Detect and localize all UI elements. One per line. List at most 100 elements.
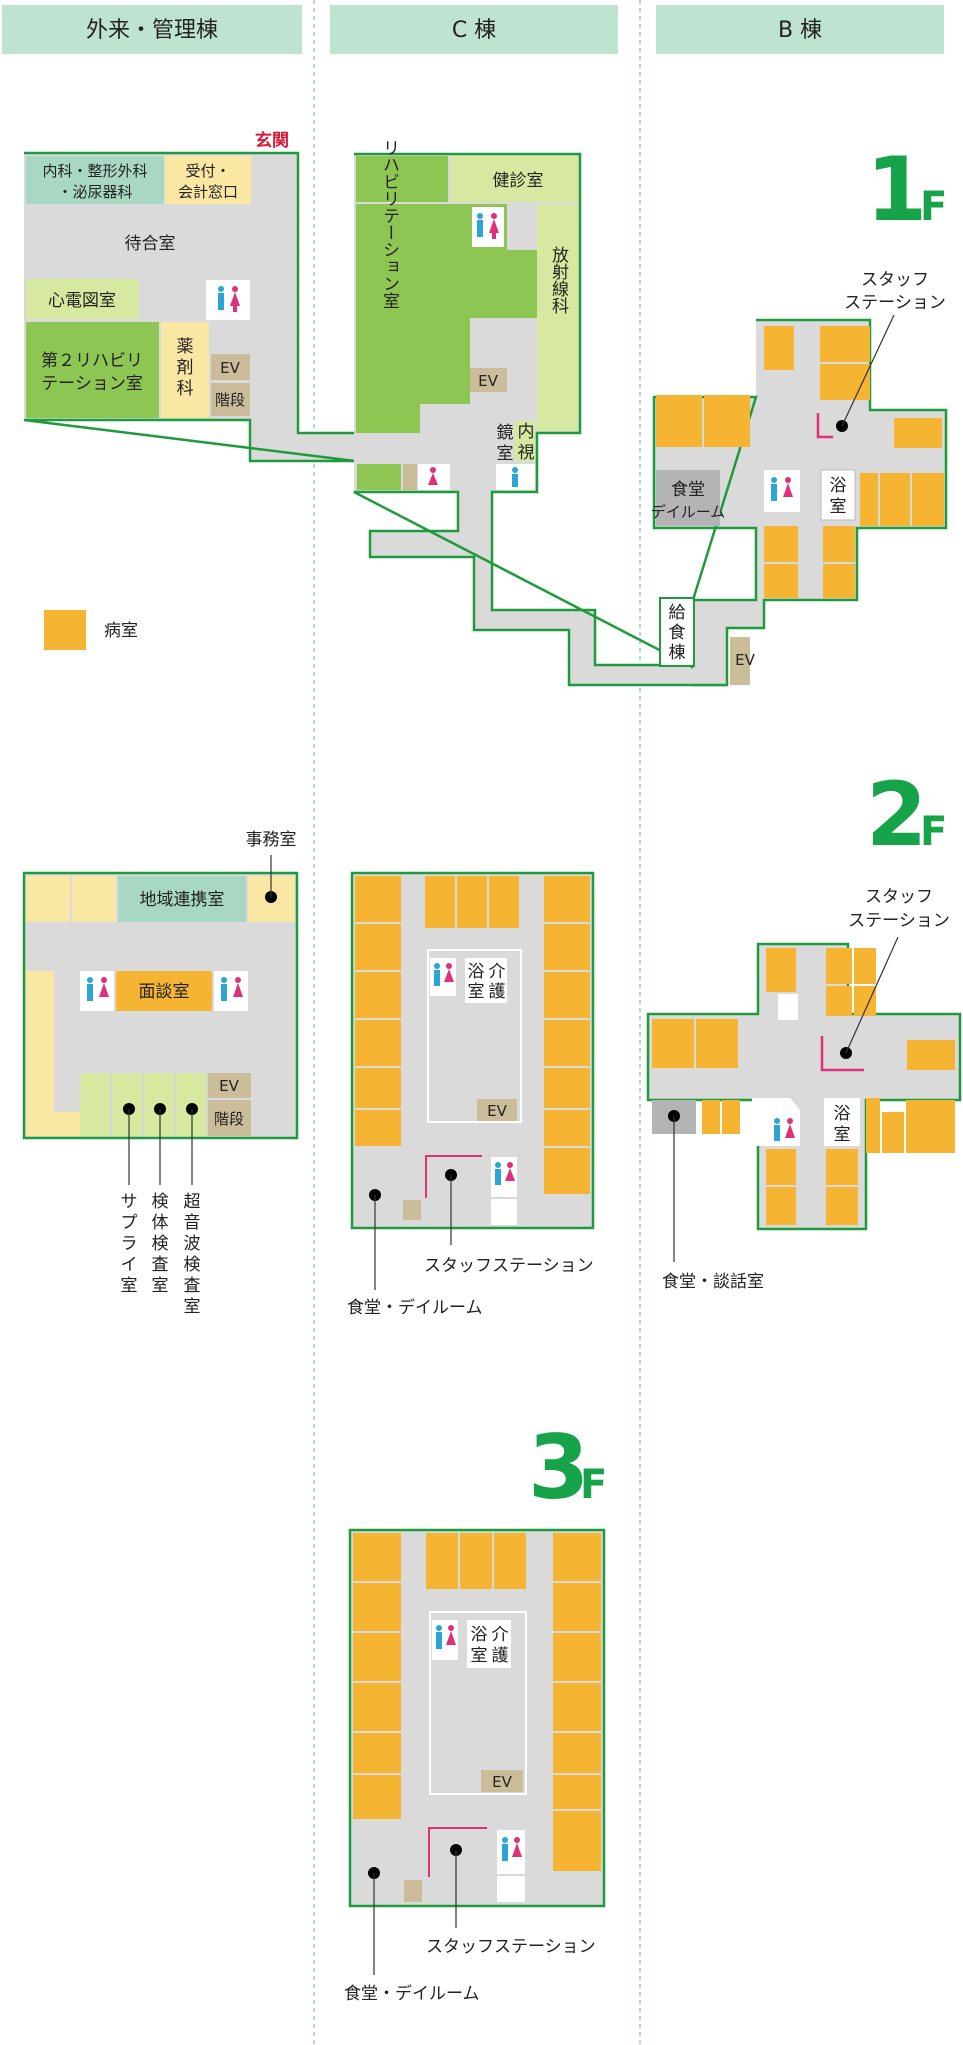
restroom-icon (430, 958, 456, 996)
ward-room (907, 1040, 955, 1070)
elevator (208, 1073, 251, 1098)
bath-label: 室 (471, 1646, 488, 1666)
regional-room-label: 地域連携室 (140, 890, 225, 910)
elevator (211, 354, 250, 380)
restroom-box (497, 1876, 525, 1902)
ward-room (764, 526, 798, 562)
bath-label: 浴 (834, 1104, 851, 1124)
ward-column-left (355, 876, 401, 1146)
b-building-2f: 浴 室 スタッフ ステーション 食堂・談話室 (646, 887, 962, 1292)
label-char: 波 (184, 1234, 201, 1254)
stairs (208, 1100, 251, 1136)
reception-label: 受付・ (185, 162, 230, 180)
rehab-2-label: 第２リハビリ (41, 351, 143, 371)
pharmacy-label: 剤 (177, 358, 194, 378)
bath-label: 室 (834, 1125, 851, 1145)
small-green-room (357, 464, 401, 490)
restroom-icon (497, 1830, 525, 1874)
column-tab-c-building: C 棟 (330, 5, 618, 54)
endoscopy-room (514, 421, 535, 461)
admin-building-2f: 地域連携室 事務室 面談室 EV 階段 (22, 830, 299, 1317)
reception-label-2: 会計窓口 (178, 183, 238, 201)
elevator (477, 1099, 517, 1121)
ward-room (820, 364, 870, 400)
stairs-label: 階段 (215, 391, 245, 409)
restroom-box (491, 1199, 517, 1225)
staff-station-label: スタッフステーション (424, 1256, 594, 1276)
male-icon (512, 467, 518, 473)
ward-room (656, 395, 702, 447)
ward-room (722, 1100, 740, 1134)
ward-room (764, 564, 798, 598)
female-icon (430, 467, 436, 473)
side-rooms (26, 971, 54, 1136)
internal-medicine-room (26, 156, 164, 204)
ward-room (766, 1187, 796, 1225)
elevator-label: EV (220, 359, 240, 377)
c-building-1f: 健診室 リハビリテーション室 放射線科 EV 鏡 室 内 視 (353, 139, 728, 687)
care-label: 護 (492, 1646, 509, 1666)
kitchen-label: 食 (669, 623, 686, 643)
ward-room (766, 1149, 796, 1185)
label-char: イ (121, 1255, 138, 1275)
dining-label-2: デイルーム (651, 503, 726, 521)
label-char: 室 (152, 1276, 169, 1296)
legend: 病室 (44, 610, 138, 650)
label-char: 査 (184, 1276, 201, 1296)
ward-room (766, 948, 796, 992)
endoscopy-label: 視 (518, 443, 535, 463)
specimen-room-label: 検 体 検 査 室 (152, 1192, 169, 1296)
endoscopy-label: 鏡 (497, 423, 514, 443)
c-building-3f: 浴 室 介 護 EV スタッフステーション 食堂・デイルーム (344, 1528, 606, 2004)
staff-station-counter (816, 413, 833, 439)
small-room (778, 994, 798, 1020)
floor-3: 3 F (344, 1416, 607, 2004)
bath-label: 室 (830, 497, 847, 517)
rehab-2-label-2: テーション室 (41, 374, 143, 394)
elevator-label: EV (487, 1102, 507, 1120)
elevator-label: EV (478, 372, 498, 390)
kitchen-label: 給 (669, 603, 686, 623)
side-rooms (26, 1112, 80, 1136)
radiology-room (537, 204, 578, 431)
ecg-room (26, 279, 139, 319)
ward-room (702, 1100, 720, 1134)
rehab-room (356, 204, 537, 433)
floor-number: 2 (866, 763, 927, 866)
legend-label: 病室 (104, 621, 138, 641)
pharmacy-label: 薬 (177, 337, 194, 357)
ward-room (894, 418, 942, 448)
restroom-icon (80, 971, 114, 1011)
bath-label: 浴 (471, 1625, 488, 1645)
ward-column-right (553, 1533, 601, 1871)
elevator-label: EV (492, 1773, 512, 1791)
label-char: 体 (152, 1213, 169, 1233)
label-char: プ (121, 1213, 138, 1233)
staff-station-label-2: ステーション (844, 293, 946, 313)
ward-row-top (426, 1533, 526, 1589)
ward-room (854, 986, 876, 1016)
ward-column-left (353, 1533, 401, 1819)
ward-room (826, 986, 852, 1016)
elevator (470, 368, 507, 392)
entrance-label: 玄関 (255, 130, 289, 151)
ward-room (820, 326, 870, 362)
small-tan-room (404, 1880, 422, 1902)
small-room (72, 876, 116, 922)
c-building-2f: 浴 室 介 護 EV スタッフステーション 食堂・デイルーム (347, 871, 595, 1318)
restroom-icon (472, 207, 504, 247)
dining-label: 食堂・談話室 (662, 1272, 764, 1292)
ward-room (704, 395, 750, 447)
checkup-room (450, 156, 578, 202)
column-tab-label: C 棟 (452, 18, 496, 43)
pharmacy-room (161, 322, 209, 418)
label-char: 室 (121, 1276, 138, 1296)
office-label: 事務室 (246, 830, 297, 850)
radiology-label: 放射線科 (548, 246, 569, 314)
elevator (481, 1770, 523, 1792)
ward-room (906, 1100, 955, 1153)
endoscopy-label: 室 (497, 444, 514, 464)
small-tan-room (403, 464, 417, 490)
label-char: 検 (152, 1234, 169, 1254)
